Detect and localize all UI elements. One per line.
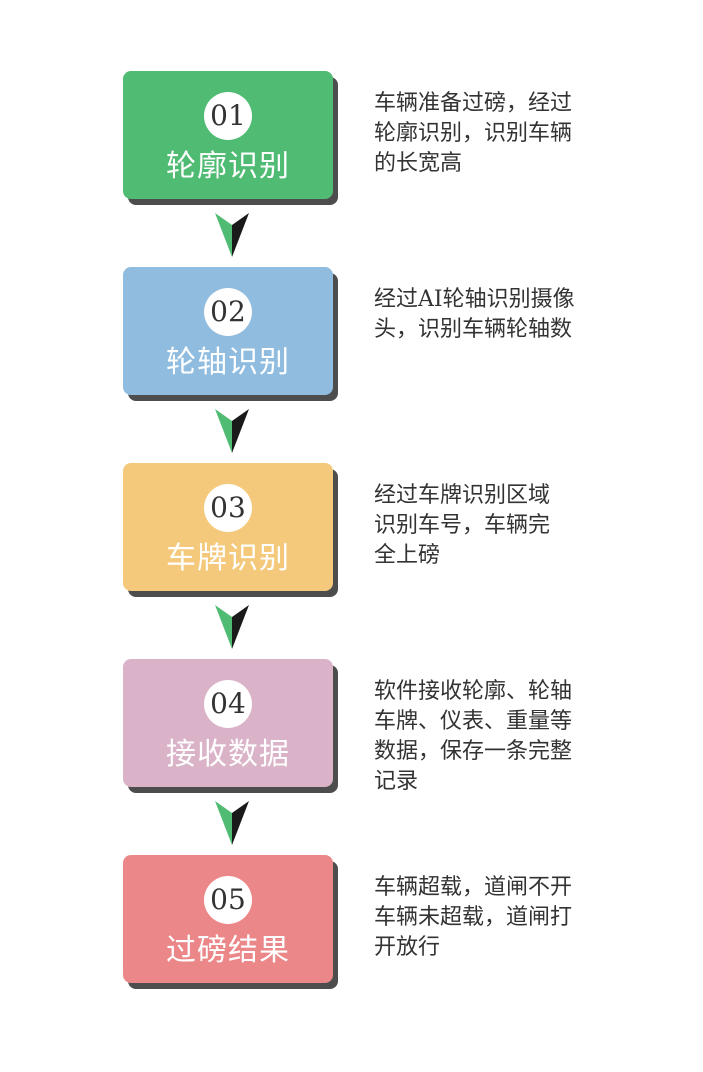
step-4-desc-line: 记录: [374, 769, 419, 794]
arrow-right-facet: [232, 801, 249, 845]
step-3-desc-line: 识别车号，车辆完: [374, 513, 551, 538]
down-arrow-icon: [215, 409, 249, 453]
step-2-desc-line: 经过AI轮轴识别摄像: [374, 287, 575, 312]
step-4-desc-line: 车牌、仪表、重量等: [374, 709, 573, 734]
step-1-desc-line: 车辆准备过磅，经过: [374, 91, 573, 116]
arrow-right-facet: [232, 213, 249, 257]
step-2-box: 02 轮轴识别: [123, 267, 333, 395]
step-1: 01 轮廓识别 车辆准备过磅，经过 轮廓识别，识别车辆 的长宽高: [123, 71, 572, 211]
step-3-number: 03: [204, 484, 252, 532]
step-4: 04 接收数据 软件接收轮廓、轮轴 车牌、仪表、重量等 数据，保存一条完整 记录: [123, 659, 572, 799]
step-5-box: 05 过磅结果: [123, 855, 333, 983]
arrow-left-facet: [215, 409, 232, 453]
step-5-description: 车辆超载，道闸不开 车辆未超载，道闸打 开放行: [374, 873, 614, 963]
step-5-title: 过磅结果: [166, 933, 290, 968]
step-1-box: 01 轮廓识别: [123, 71, 333, 199]
step-4-desc-line: 数据，保存一条完整: [374, 739, 573, 764]
step-5-desc-line: 车辆超载，道闸不开: [374, 875, 573, 900]
step-5: 05 过磅结果 车辆超载，道闸不开 车辆未超载，道闸打 开放行: [123, 855, 572, 995]
step-3: 03 车牌识别 经过车牌识别区域 识别车号，车辆完 全上磅: [123, 463, 550, 603]
arrow-left-facet: [215, 801, 232, 845]
step-3-description: 经过车牌识别区域 识别车号，车辆完 全上磅: [374, 481, 614, 571]
step-4-description: 软件接收轮廓、轮轴 车牌、仪表、重量等 数据，保存一条完整 记录: [374, 677, 614, 797]
step-1-description: 车辆准备过磅，经过 轮廓识别，识别车辆 的长宽高: [374, 89, 614, 179]
step-4-desc-line: 软件接收轮廓、轮轴: [374, 679, 573, 704]
step-3-desc-line: 经过车牌识别区域: [374, 483, 551, 508]
step-1-desc-line: 轮廓识别，识别车辆: [374, 121, 573, 146]
step-5-desc-line: 车辆未超载，道闸打: [374, 905, 573, 930]
down-arrow-icon: [215, 213, 249, 257]
step-4-title: 接收数据: [166, 737, 290, 772]
step-2: 02 轮轴识别 经过AI轮轴识别摄像 头，识别车辆轮轴数: [123, 267, 575, 407]
step-1-number: 01: [204, 92, 252, 140]
step-1-desc-line: 的长宽高: [374, 151, 463, 176]
step-5-number: 05: [204, 876, 252, 924]
step-3-desc-line: 全上磅: [374, 543, 441, 568]
step-4-number: 04: [204, 680, 252, 728]
step-2-title: 轮轴识别: [166, 345, 290, 380]
step-4-box: 04 接收数据: [123, 659, 333, 787]
arrow-left-facet: [215, 605, 232, 649]
down-arrow-icon: [215, 801, 249, 845]
step-3-box: 03 车牌识别: [123, 463, 333, 591]
arrow-right-facet: [232, 409, 249, 453]
step-1-title: 轮廓识别: [166, 149, 290, 184]
arrow-left-facet: [215, 213, 232, 257]
step-2-description: 经过AI轮轴识别摄像 头，识别车辆轮轴数: [374, 285, 614, 345]
step-3-title: 车牌识别: [166, 541, 290, 576]
step-2-number: 02: [204, 288, 252, 336]
arrow-right-facet: [232, 605, 249, 649]
step-2-desc-line: 头，识别车辆轮轴数: [374, 317, 573, 342]
step-5-desc-line: 开放行: [374, 935, 441, 960]
down-arrow-icon: [215, 605, 249, 649]
